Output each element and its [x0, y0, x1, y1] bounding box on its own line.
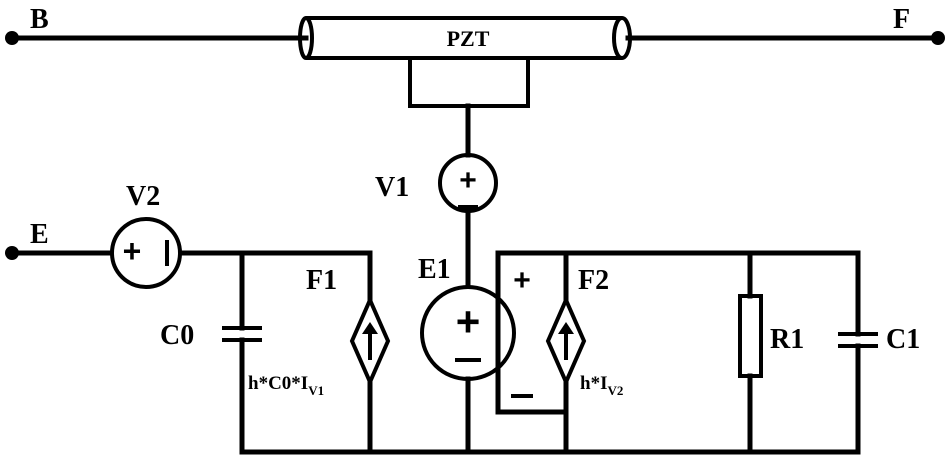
e1-plus-sign: +	[456, 298, 481, 345]
pzt-right-end	[612, 16, 632, 60]
c0-label: C0	[160, 320, 194, 351]
pzt-body	[306, 16, 622, 60]
terminal-b-label: B	[30, 4, 49, 35]
f2-gain-label: h*IV2	[580, 373, 623, 398]
v2-plus-sign: +	[123, 233, 142, 269]
pzt-port-box	[408, 58, 530, 108]
terminal-b-node	[5, 31, 19, 45]
pzt-label: PZT	[447, 26, 490, 51]
f2-label: F2	[578, 265, 609, 296]
v1-plus-sign: +	[459, 164, 477, 197]
r1-resistor	[738, 294, 763, 378]
e1-label: E1	[418, 254, 451, 285]
terminal-f-node	[931, 31, 945, 45]
r1-label: R1	[770, 324, 804, 355]
f1-gain-label: h*C0*IV1	[248, 373, 324, 398]
e1-control-plus: +	[513, 264, 531, 297]
c1-label: C1	[886, 324, 920, 355]
v2-label: V2	[126, 181, 160, 212]
f2-arrow-icon	[558, 322, 574, 334]
v1-label: V1	[375, 172, 409, 203]
f1-arrow-icon	[362, 322, 378, 334]
pzt-left-end	[298, 16, 314, 60]
f1-label: F1	[306, 265, 337, 296]
terminal-e-label: E	[30, 219, 49, 250]
terminal-f-label: F	[893, 4, 910, 35]
